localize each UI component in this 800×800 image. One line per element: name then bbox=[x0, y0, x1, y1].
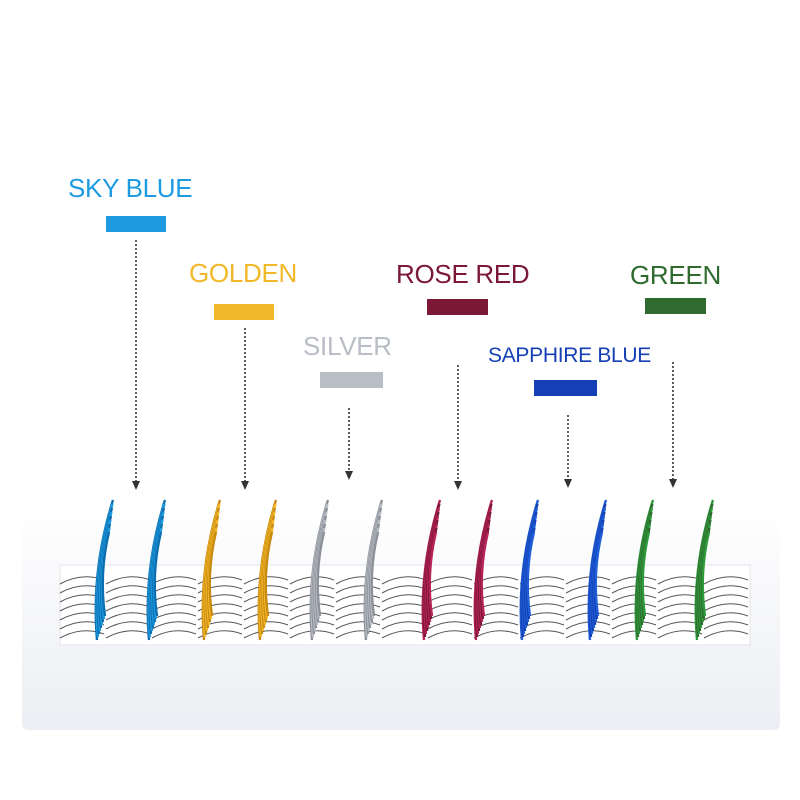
lash-cluster-3-0 bbox=[421, 499, 442, 641]
base-lash bbox=[335, 621, 381, 630]
base-lash bbox=[197, 585, 243, 594]
base-lash bbox=[243, 630, 289, 639]
base-lash bbox=[703, 603, 749, 612]
base-lash bbox=[105, 621, 151, 630]
base-lash bbox=[611, 621, 657, 630]
lash-cluster-5-0 bbox=[634, 499, 655, 641]
base-lash bbox=[105, 612, 151, 621]
swatch-rose-red bbox=[427, 299, 488, 315]
base-lash bbox=[335, 603, 381, 612]
base-lash bbox=[427, 594, 473, 603]
base-lash bbox=[335, 576, 381, 585]
lash-cluster-4-0 bbox=[519, 499, 540, 641]
swatch-golden bbox=[214, 304, 274, 320]
arrow-4 bbox=[564, 415, 572, 488]
label-silver: SILVER bbox=[303, 331, 392, 361]
base-lash bbox=[611, 594, 657, 603]
lash-cluster-4-1 bbox=[587, 499, 608, 641]
base-lash bbox=[427, 630, 473, 639]
base-lash bbox=[703, 612, 749, 621]
lash-cluster-1-0 bbox=[201, 499, 222, 641]
base-lash bbox=[197, 621, 243, 630]
lash-cluster-0-1 bbox=[146, 499, 167, 641]
base-lash bbox=[427, 576, 473, 585]
base-lash bbox=[703, 621, 749, 630]
base-lash bbox=[335, 612, 381, 621]
base-lash bbox=[611, 603, 657, 612]
base-lash bbox=[381, 576, 427, 585]
arrow-2 bbox=[345, 408, 353, 480]
base-lash bbox=[565, 585, 611, 594]
lash-cluster-1-1 bbox=[257, 499, 278, 641]
base-lash bbox=[427, 621, 473, 630]
base-lash bbox=[105, 585, 151, 594]
label-sky-blue: SKY BLUE bbox=[68, 173, 193, 203]
arrow-5 bbox=[669, 362, 677, 488]
base-lash bbox=[703, 594, 749, 603]
base-lash bbox=[59, 630, 105, 639]
lash-cluster-5-1 bbox=[694, 499, 715, 641]
pointer-arrows bbox=[132, 240, 677, 490]
base-lash bbox=[565, 576, 611, 585]
base-lash bbox=[703, 630, 749, 639]
lash-cluster-0-0 bbox=[94, 499, 115, 641]
base-lash bbox=[105, 594, 151, 603]
lash-cluster-2-1 bbox=[363, 499, 384, 641]
arrow-3 bbox=[454, 365, 462, 490]
base-lash bbox=[151, 621, 197, 630]
swatch-green bbox=[645, 298, 706, 314]
base-lash bbox=[105, 576, 151, 585]
lash-rows bbox=[59, 499, 749, 641]
base-lash bbox=[427, 585, 473, 594]
base-lash bbox=[335, 585, 381, 594]
label-golden: GOLDEN bbox=[189, 258, 298, 288]
base-lash bbox=[197, 630, 243, 639]
arrow-1 bbox=[241, 328, 249, 490]
base-lash bbox=[105, 630, 151, 639]
base-lash bbox=[611, 630, 657, 639]
lash-cluster-3-1 bbox=[473, 499, 494, 641]
base-lash bbox=[151, 630, 197, 639]
label-sapphire-blue: SAPPHIRE BLUE bbox=[488, 344, 651, 367]
base-lash bbox=[611, 576, 657, 585]
base-lash bbox=[611, 585, 657, 594]
base-lash bbox=[335, 630, 381, 639]
base-lash bbox=[565, 630, 611, 639]
base-lash bbox=[703, 585, 749, 594]
base-lash bbox=[703, 576, 749, 585]
lash-cluster-2-0 bbox=[309, 499, 330, 641]
label-rose-red: ROSE RED bbox=[396, 259, 530, 289]
swatch-sapphire-blue bbox=[534, 380, 597, 396]
swatch-silver bbox=[320, 372, 383, 388]
base-lash bbox=[335, 594, 381, 603]
base-lash bbox=[105, 603, 151, 612]
swatch-sky-blue bbox=[106, 216, 166, 232]
base-lash bbox=[611, 612, 657, 621]
label-green: GREEN bbox=[630, 260, 721, 290]
base-lash bbox=[197, 576, 243, 585]
arrow-0 bbox=[132, 240, 140, 490]
